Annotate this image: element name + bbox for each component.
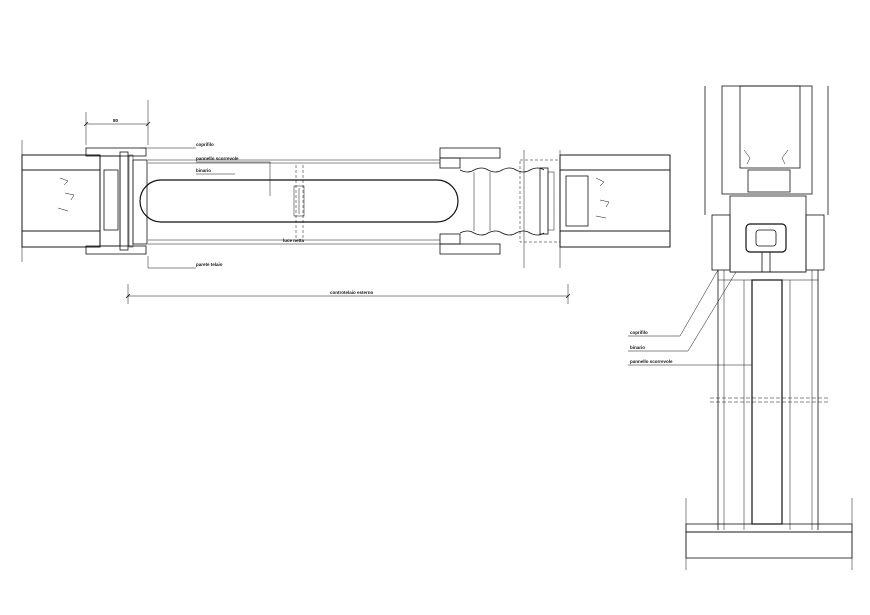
label-binario-section: binario xyxy=(630,345,645,350)
label-binario-plan: binario xyxy=(196,168,211,173)
label-pannello-section: pannello scorrevole xyxy=(630,359,673,364)
section-labels: coprifilo binario pannello scorrevole xyxy=(628,269,752,366)
right-pocket xyxy=(439,147,561,268)
plan-labels: coprifilo pannello scorrevole binario lu… xyxy=(140,142,305,269)
left-wall xyxy=(21,140,101,262)
label-pannello-plan: pannello scorrevole xyxy=(196,156,239,161)
label-luce-netta: luce netta xyxy=(283,238,305,243)
section-ceiling xyxy=(704,85,829,215)
opening-lines xyxy=(148,159,440,245)
dimension-overall-text: controtelaio esterno xyxy=(330,290,374,295)
section-jambs xyxy=(710,270,830,530)
dimension-jamb-text: 80 xyxy=(113,118,119,123)
label-coprifilo-plan: coprifilo xyxy=(196,142,214,147)
section-floor xyxy=(685,498,853,570)
section-view: coprifilo binario pannello scorrevole xyxy=(628,85,853,570)
dimension-jamb: 80 xyxy=(83,100,151,145)
label-coprifilo-section: coprifilo xyxy=(630,330,648,335)
plan-view: 80 xyxy=(21,100,671,304)
section-frame-head xyxy=(711,195,825,281)
left-jamb xyxy=(85,147,148,255)
sliding-panel-plan xyxy=(139,179,459,223)
label-parete-telaio: parete telaio xyxy=(196,262,223,267)
right-wall xyxy=(559,154,671,248)
dimension-overall: controtelaio esterno xyxy=(125,284,571,304)
